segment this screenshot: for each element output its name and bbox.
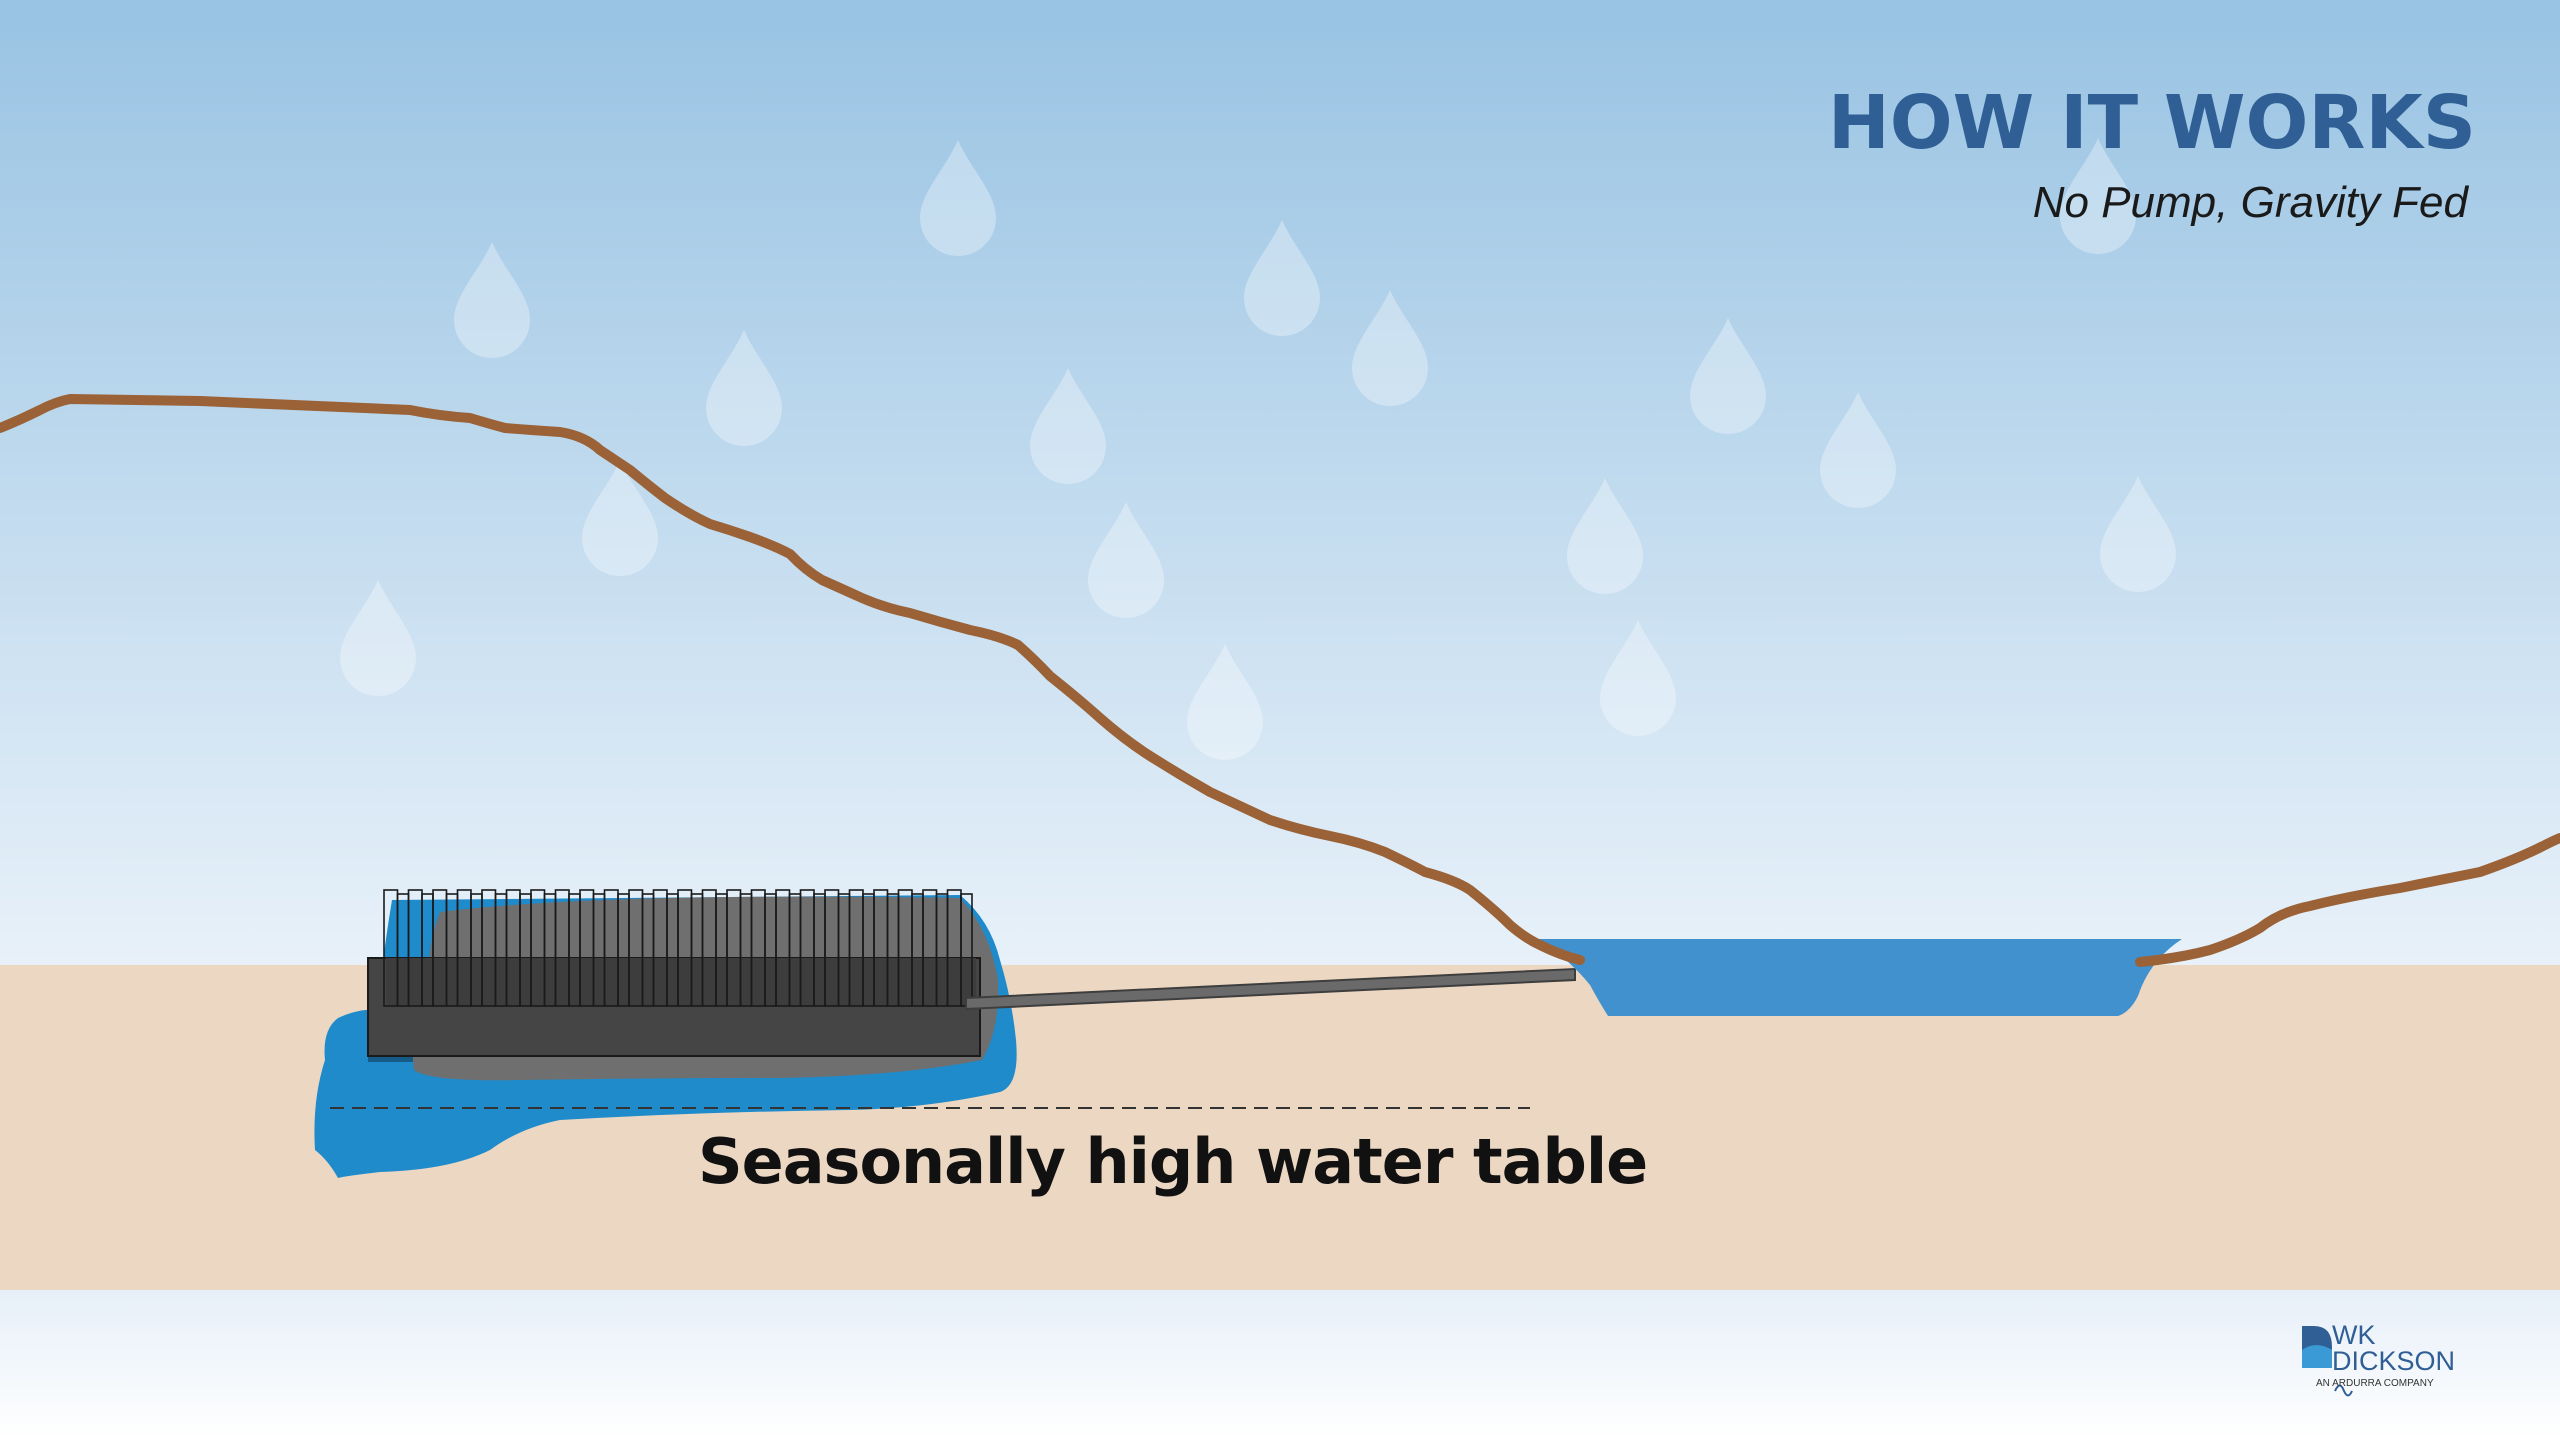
retention-pond: [1538, 939, 2182, 1016]
logo-tagline: AN ARDURRA COMPANY: [2316, 1378, 2434, 1389]
page-subtitle: No Pump, Gravity Fed: [2032, 178, 2468, 227]
company-logo: WK DICKSON AN ARDURRA COMPANY: [2300, 1322, 2490, 1394]
sky-background: [0, 0, 2560, 965]
water-table-label: Seasonally high water table: [698, 1125, 1648, 1198]
logo-wordmark: WK DICKSON: [2332, 1320, 2456, 1376]
logo-mark: [2302, 1326, 2353, 1397]
page-title: HOW IT WORKS: [1827, 80, 2476, 166]
storage-modules: [383, 889, 973, 1007]
ground-surface-line: [0, 394, 2560, 967]
logo-line2: DICKSON: [2332, 1346, 2456, 1376]
footer-band: [0, 1290, 2560, 1440]
drain-pipe: [965, 967, 1576, 1011]
logo-line1: WK: [2332, 1320, 2376, 1350]
storage-unit-core: [386, 958, 976, 1006]
